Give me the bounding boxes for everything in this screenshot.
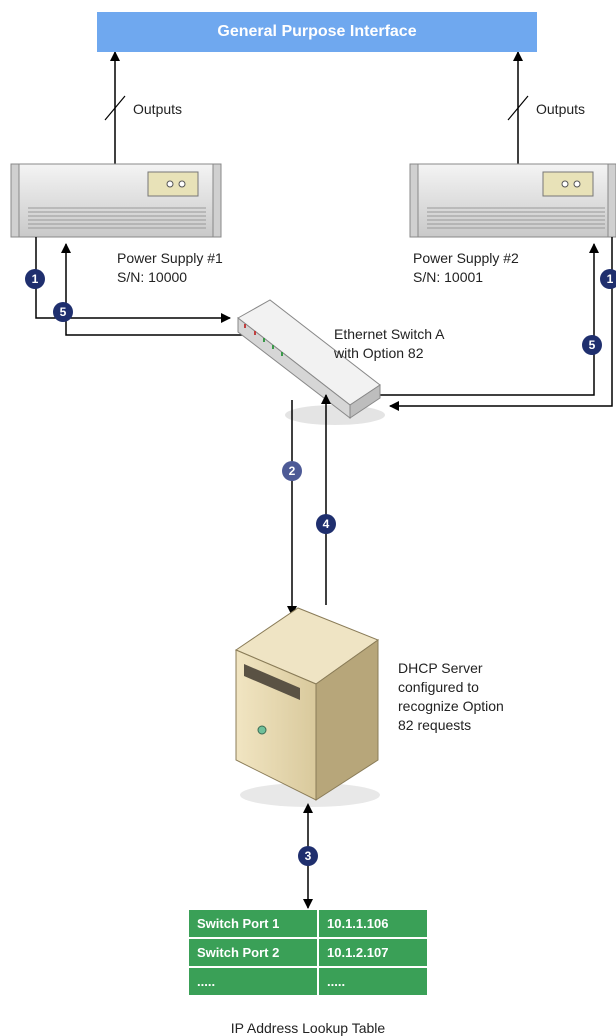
line-ps2-to-switch: [389, 237, 613, 411]
step-5-badge-right: 5: [582, 335, 602, 355]
bus-slash-left: [104, 95, 126, 121]
step-1-badge-right: 1: [600, 269, 616, 289]
power-supply-2-serial: S/N: 10001: [413, 269, 484, 285]
server-label-line4: 82 requests: [398, 717, 472, 733]
power-supply-1-icon: [10, 163, 222, 238]
server-label-line1: DHCP Server: [398, 660, 483, 676]
table-row: Switch Port 1 10.1.1.106: [189, 910, 427, 939]
power-supply-2-icon: [409, 163, 616, 238]
server-label-line3: recognize Option: [398, 698, 504, 714]
power-supply-1-name: Power Supply #1: [117, 250, 223, 266]
switch-label-line1: Ethernet Switch A: [334, 326, 445, 342]
table-cell-port: Switch Port 2: [189, 938, 319, 968]
table-cell-port: Switch Port 1: [189, 910, 319, 939]
table-cell-ip: 10.1.1.106: [318, 910, 427, 939]
step-1-badge-left: 1: [25, 269, 45, 289]
server-label-line2: configured to: [398, 679, 479, 695]
switch-label-line2: with Option 82: [334, 345, 424, 361]
lookup-table-caption: IP Address Lookup Table: [230, 1020, 386, 1036]
power-supply-1-serial: S/N: 10000: [117, 269, 188, 285]
table-row: Switch Port 2 10.1.2.107: [189, 938, 427, 968]
step-3-badge: 3: [298, 846, 318, 866]
outputs-label-left: Outputs: [133, 101, 183, 117]
table-cell-ip: 10.1.2.107: [318, 938, 427, 968]
table-cell-port: .....: [189, 967, 319, 997]
general-purpose-interface-banner: General Purpose Interface: [97, 12, 537, 52]
bus-slash-right: [507, 95, 529, 121]
dhcp-server-icon: [234, 607, 380, 807]
table-cell-ip: .....: [318, 967, 427, 997]
ip-lookup-table: Switch Port 1 10.1.1.106 Switch Port 2 1…: [189, 910, 427, 997]
ethernet-switch-icon: [237, 299, 385, 425]
outputs-label-right: Outputs: [536, 101, 586, 117]
step-2-badge: 2: [282, 461, 302, 481]
line-switch-to-ps1: [61, 243, 252, 336]
step-5-badge-left: 5: [53, 302, 73, 322]
line-ps1-to-switch: [35, 237, 231, 323]
table-row: ..... .....: [189, 967, 427, 997]
line-switch-to-ps2: [370, 243, 599, 396]
power-supply-2-name: Power Supply #2: [413, 250, 519, 266]
step-4-badge: 4: [316, 514, 336, 534]
